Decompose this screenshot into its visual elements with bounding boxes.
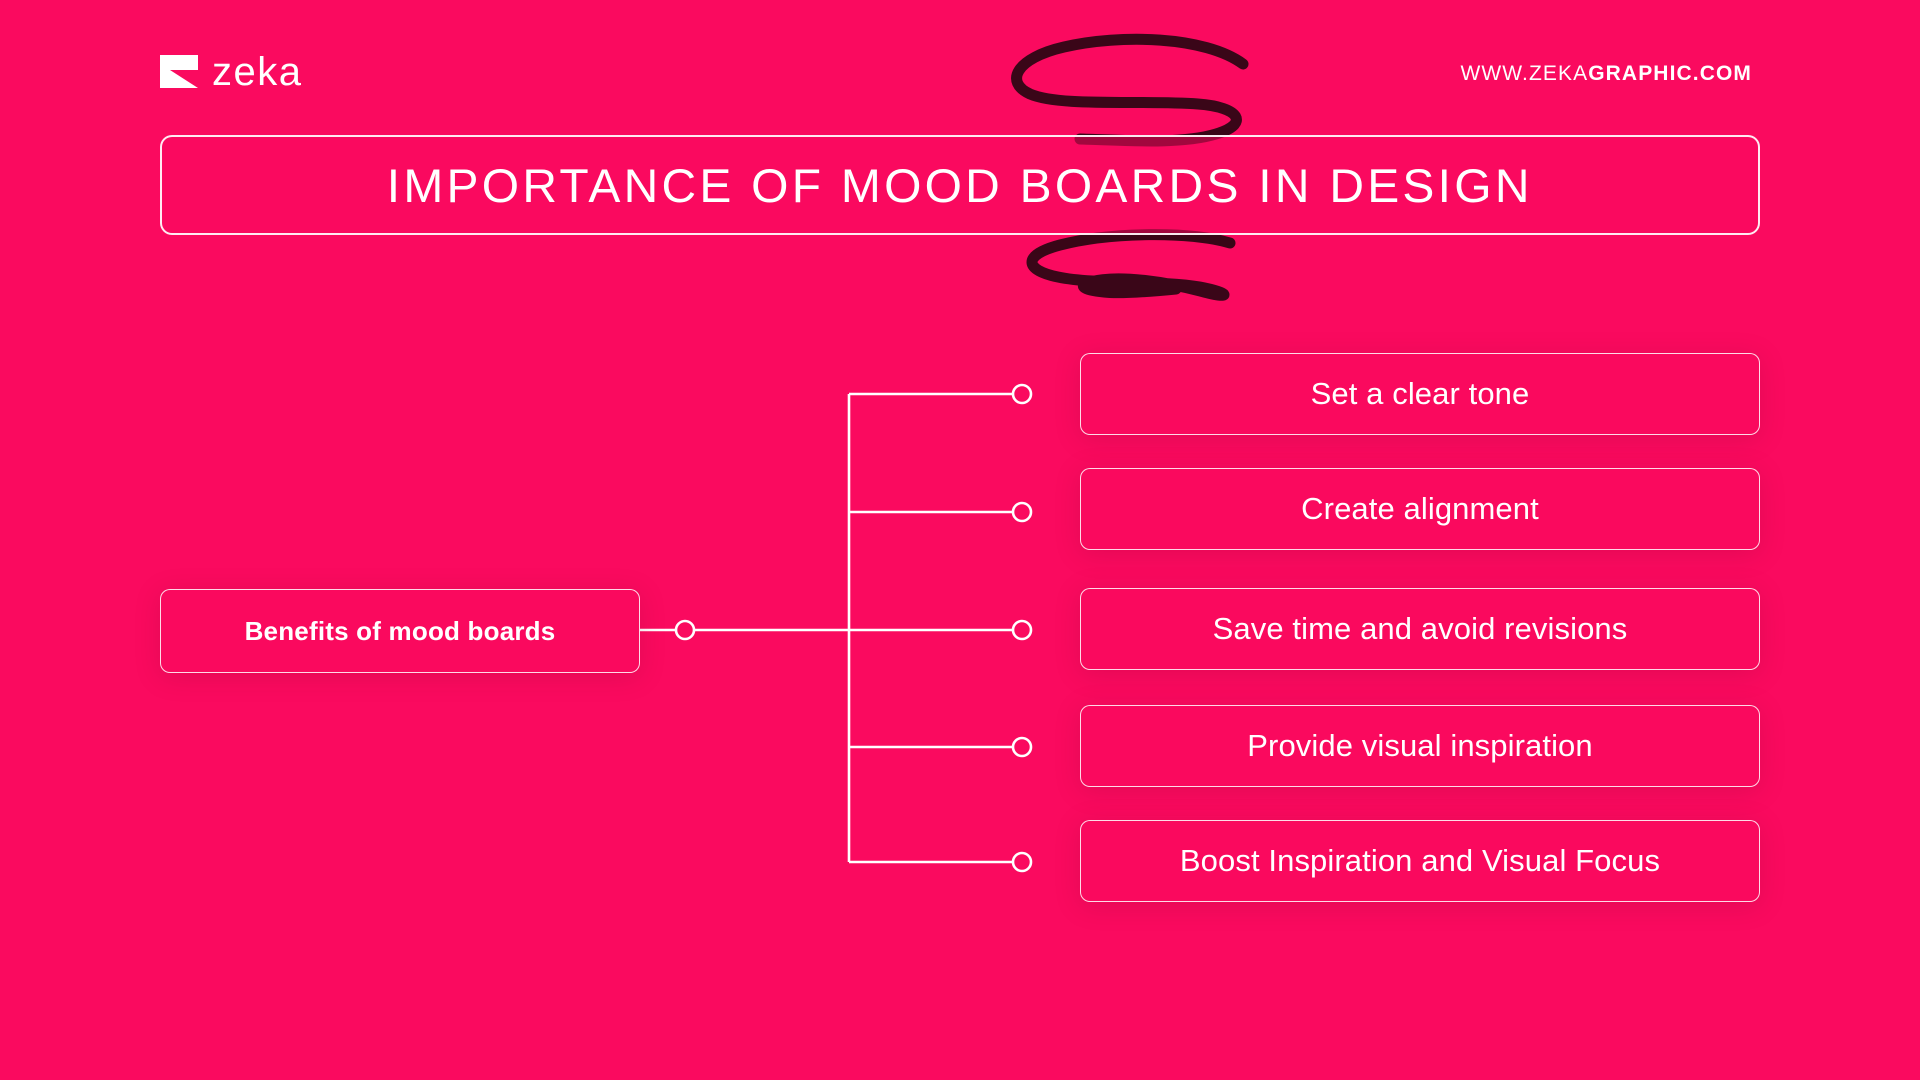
branch-node-label-0: Set a clear tone [1310,376,1530,411]
zeka-angular-mark-icon [160,55,198,88]
branch-node-box-0[interactable]: Set a clear tone [1080,353,1760,435]
branch-node-label-3: Provide visual inspiration [1247,728,1593,763]
branch-node-label-2: Save time and avoid revisions [1212,611,1628,646]
site-url-suffix: GRAPHIC.COM [1588,62,1752,85]
node-dot-root [674,619,696,641]
root-node-label: Benefits of mood boards [244,615,556,646]
branch-node-box-2[interactable]: Save time and avoid revisions [1080,588,1760,670]
branch-node-label-4: Boost Inspiration and Visual Focus [1179,843,1661,878]
node-dot-branch-3 [1011,736,1033,758]
node-dot-branch-0 [1011,383,1033,405]
branch-node-box-3[interactable]: Provide visual inspiration [1080,705,1760,787]
page-title-banner: IMPORTANCE OF MOOD BOARDS IN DESIGN [160,135,1760,235]
brand-logo-text: zeka [212,50,303,94]
site-url[interactable]: WWW.ZEKAGRAPHIC.COM [1460,62,1752,86]
site-url-prefix: WWW.ZEKA [1460,62,1589,85]
page-title: IMPORTANCE OF MOOD BOARDS IN DESIGN [387,158,1533,212]
branch-node-box-1[interactable]: Create alignment [1080,468,1760,550]
node-dot-branch-4 [1011,851,1033,873]
node-dot-branch-1 [1011,501,1033,523]
node-dot-branch-2 [1011,619,1033,641]
brand-logo[interactable]: zeka [160,52,303,92]
root-node-box[interactable]: Benefits of mood boards [160,589,640,673]
branch-node-label-1: Create alignment [1301,491,1539,526]
branch-node-box-4[interactable]: Boost Inspiration and Visual Focus [1080,820,1760,902]
